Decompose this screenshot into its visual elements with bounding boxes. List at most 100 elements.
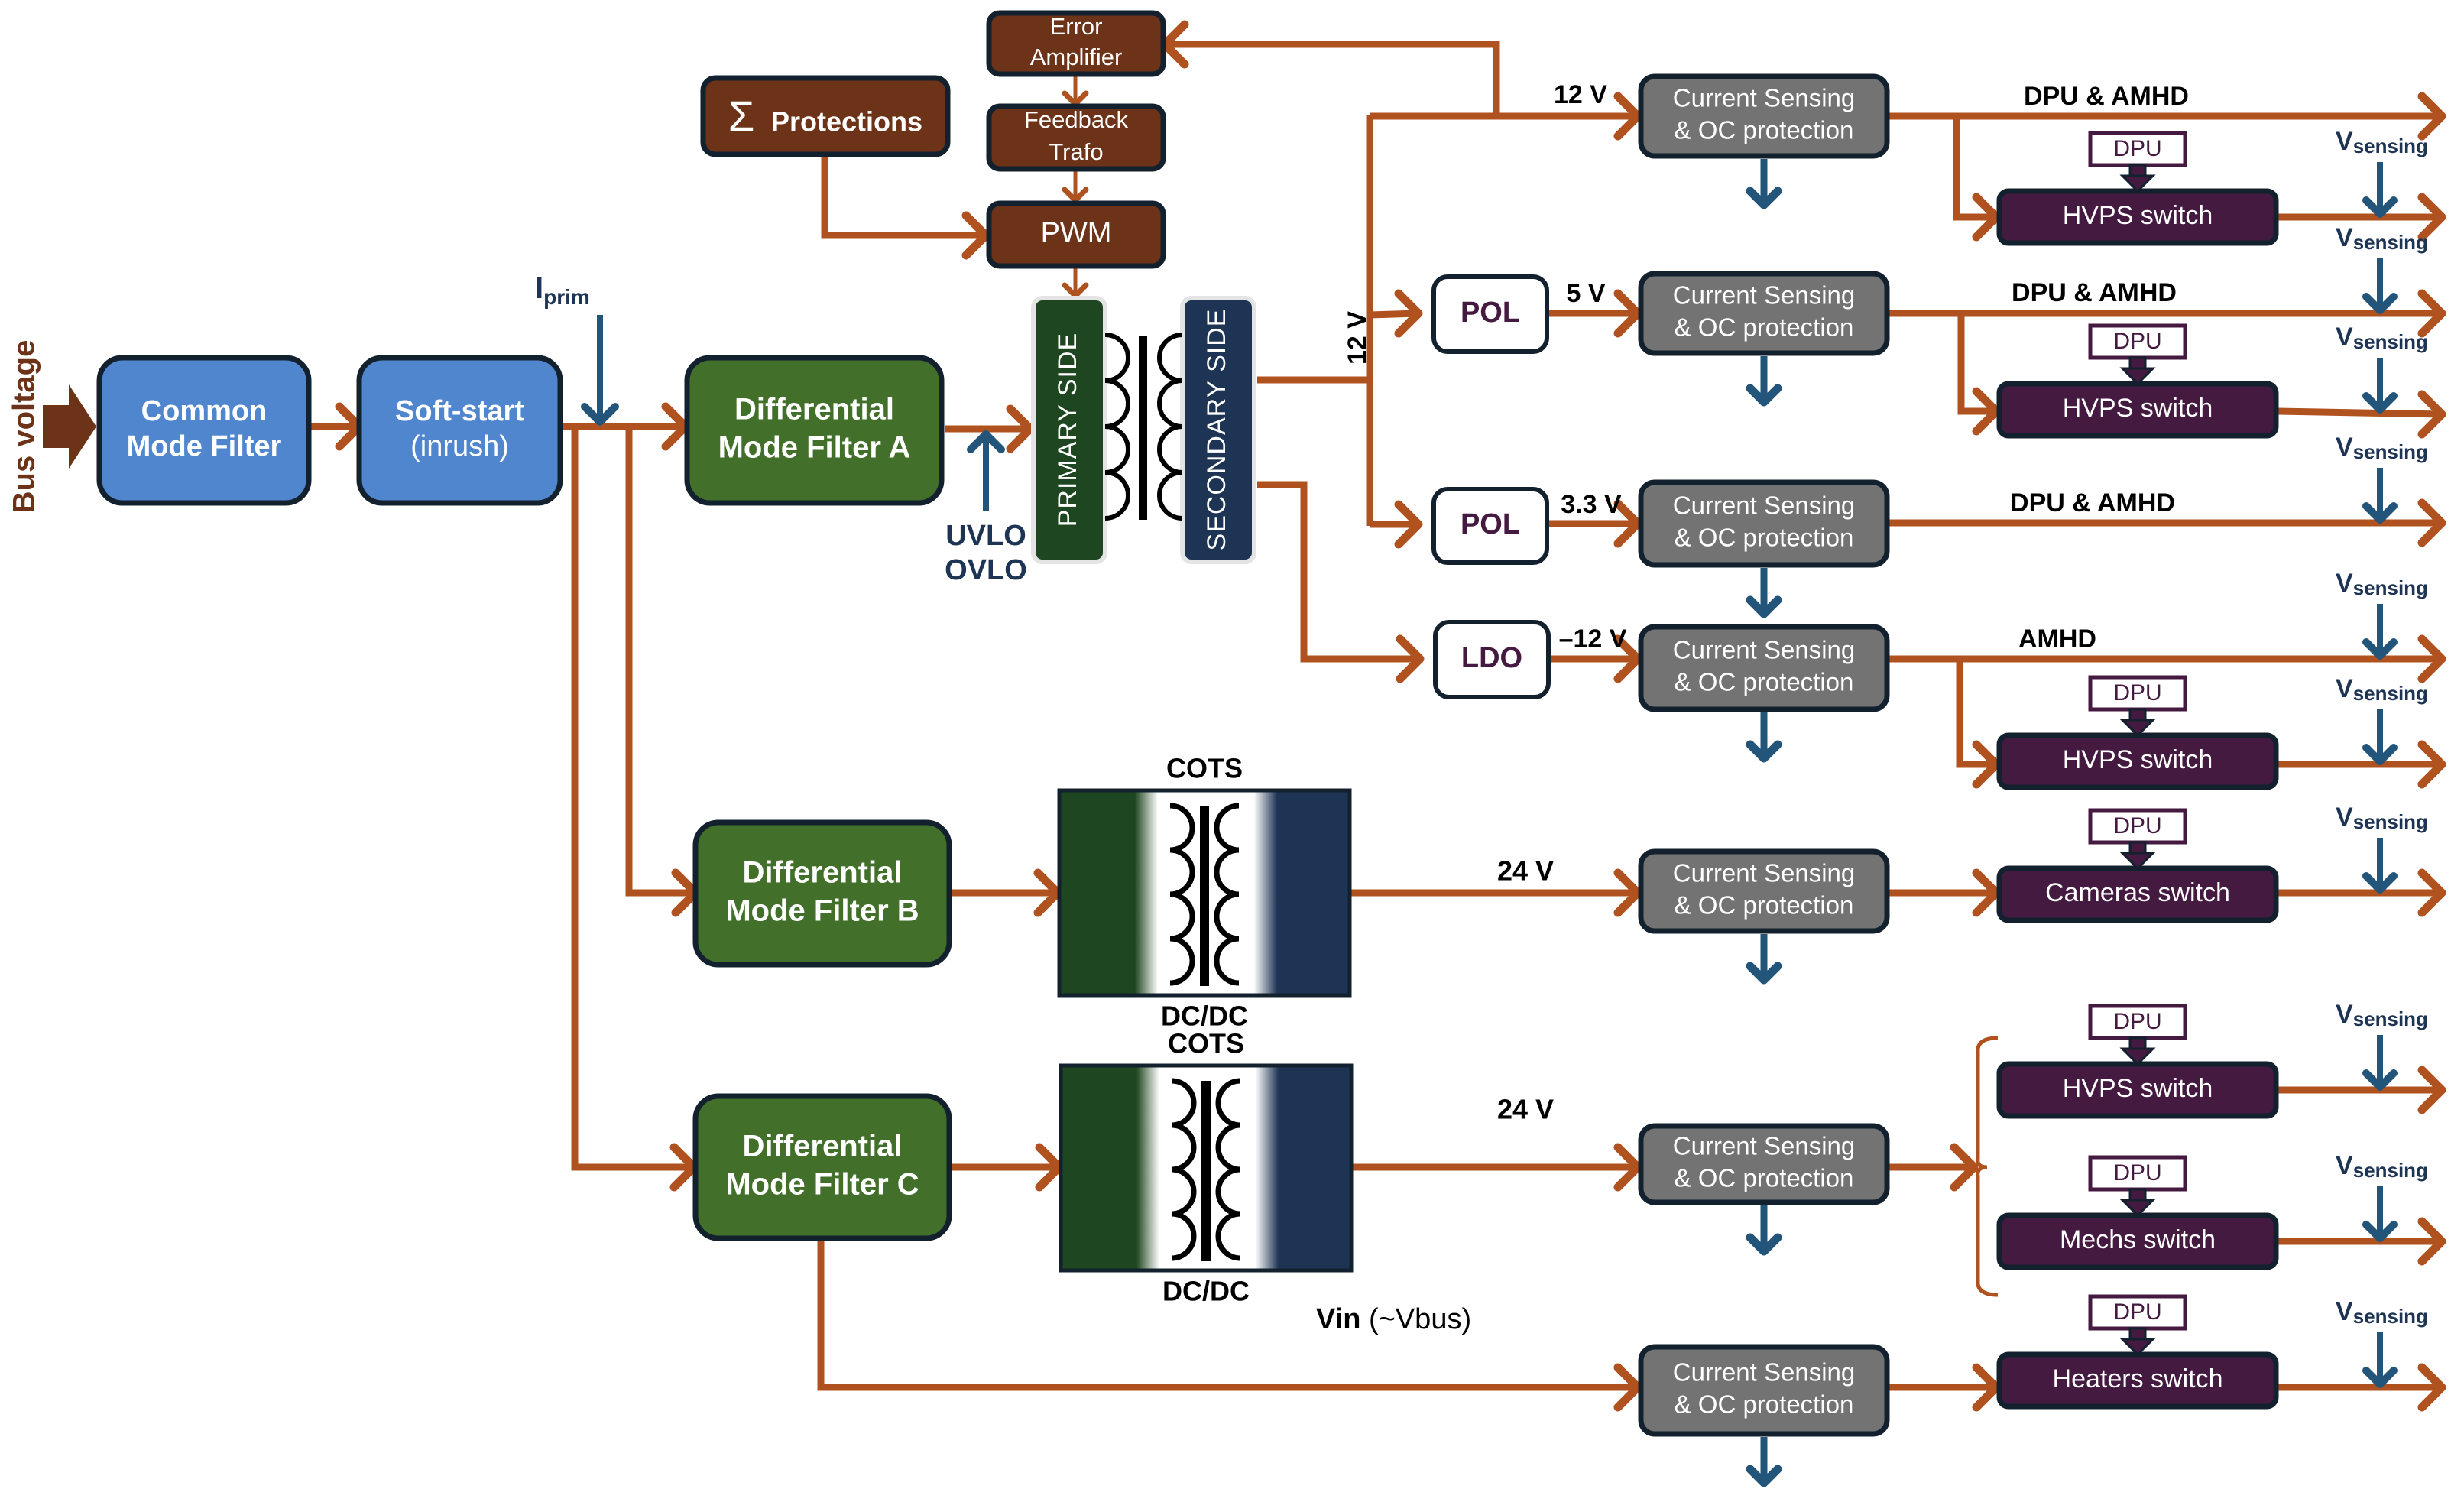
wire-12v-to-hvps-1	[1953, 116, 1996, 221]
dpu-command-hvps-switch-4-label: DPU	[2113, 1009, 2161, 1034]
wire-out-hvps-1-head	[2417, 193, 2446, 242]
cots-dcdc-b-cots-label: COTS	[1166, 753, 1243, 784]
current-sensing-block-6-label-1: Current Sensing	[1673, 1132, 1855, 1160]
vsensing-hvps-1-label: Vsensing	[2336, 127, 2428, 157]
wire-12v-to-pol-1-head	[1394, 289, 1423, 338]
cots-dcdc-c-core-icon	[1201, 1081, 1211, 1261]
wire-out-hvps-2-head	[2417, 390, 2446, 439]
dpu-command-heaters-switch[interactable]: DPU	[2088, 1294, 2187, 1357]
current-sensing-3-sense-arrow-head	[1746, 595, 1782, 618]
vsensing-5v-arrow-head	[2362, 293, 2398, 314]
dpu-command-hvps-switch-3[interactable]: DPU	[2088, 675, 2187, 738]
rail-3v3-label: 3.3 V	[1561, 490, 1622, 519]
current-sensing-block-4[interactable]: Current Sensing& OC protection	[1638, 624, 1890, 712]
wire-dmf-a-to-primary-head	[1006, 404, 1035, 453]
iprim-sense-arrow-head	[581, 403, 619, 426]
secondary-side-label: SECONDARY SIDE	[1202, 309, 1231, 551]
current-sensing-block-5-label-1: Current Sensing	[1673, 859, 1855, 887]
current-sensing-block-4-shape	[1638, 624, 1890, 712]
dpu-command-hvps-switch-1[interactable]: DPU	[2088, 131, 2187, 193]
dmf-c-block-label-2: Mode Filter C	[725, 1168, 919, 1202]
cots-dcdc-b-dcdc-label: DC/DC	[1161, 1001, 1248, 1032]
ldo-block-label-1: LDO	[1461, 642, 1522, 674]
wire-5v-to-hvps-2	[1957, 313, 1996, 415]
dpu-command-cameras-switch-label: DPU	[2113, 813, 2161, 839]
dpu-command-hvps-switch-4[interactable]: DPU	[2088, 1004, 2187, 1066]
vsensing-hvps-1-arrow-head	[2362, 196, 2398, 218]
pol-2-block[interactable]: POL	[1431, 487, 1549, 565]
vsensing-neg12v-label: Vsensing	[2336, 569, 2428, 599]
hvps-switch-1[interactable]: HVPS switch	[1996, 188, 2279, 246]
current-sensing-2-sense-arrow-head	[1746, 384, 1782, 407]
dmf-b-block-label-1: Differential	[743, 856, 903, 890]
heaters-switch-label-1: Heaters switch	[2053, 1364, 2223, 1393]
current-sensing-block-7[interactable]: Current Sensing & OC protection	[1638, 1344, 1890, 1437]
current-sensing-block-6-shape	[1638, 1123, 1890, 1205]
hvps-switch-4-label-1: HVPS switch	[2063, 1074, 2213, 1103]
wire-out-hvps-4-head	[2417, 1066, 2446, 1114]
feedback-trafo-block-label-1: Feedback	[1024, 106, 1129, 133]
dpu-command-mechs-switch[interactable]: DPU	[2088, 1155, 2187, 1218]
dpu-command-cameras-switch[interactable]: DPU	[2088, 808, 2187, 871]
current-sensing-block-5-label-2: & OC protection	[1675, 891, 1854, 920]
heaters-switch[interactable]: Heaters switch	[1996, 1351, 2279, 1410]
pol-1-block[interactable]: POL	[1431, 274, 1549, 354]
ldo-block[interactable]: LDO	[1433, 620, 1551, 699]
current-sensing-block-7-label-2: & OC protection	[1675, 1390, 1854, 1419]
iprim-label: Iprim	[535, 271, 590, 309]
current-sensing-block-7-shape	[1638, 1344, 1890, 1437]
current-sensing-block-1-shape	[1638, 73, 1890, 159]
current-sensing-7-sense-arrow-head	[1746, 1465, 1782, 1487]
error-amplifier-block-shape	[986, 10, 1166, 77]
wire-cots-c-to-cs-6-head	[1613, 1143, 1642, 1192]
current-sensing-block-5[interactable]: Current Sensing & OC protection	[1638, 848, 1890, 934]
current-sensing-block-1[interactable]: Current Sensing& OC protection	[1638, 73, 1890, 159]
dpu-command-mechs-switch-label: DPU	[2113, 1160, 2161, 1186]
current-sensing-block-6-label-2: & OC protection	[1675, 1164, 1854, 1192]
wire-out-hvps-3-head	[2417, 740, 2446, 789]
wire-cs-7-to-heaters-head	[1972, 1363, 2001, 1412]
wire-pol-1-to-cs-2-head	[1613, 289, 1642, 338]
current-sensing-block-7-label-1: Current Sensing	[1673, 1358, 1855, 1387]
vsensing-heaters-label: Vsensing	[2336, 1297, 2428, 1328]
soft-start-block-label-1: Soft-start	[395, 395, 524, 427]
soft-start-block[interactable]: Soft-start(inrush)	[356, 355, 563, 506]
current-sensing-block-6[interactable]: Current Sensing & OC protection	[1638, 1123, 1890, 1205]
current-sensing-block-2[interactable]: Current Sensing& OC protection	[1638, 271, 1890, 356]
primary-coil-icon	[1104, 333, 1130, 521]
dmf-b-block-shape	[692, 819, 952, 968]
vsensing-5v-label: Vsensing	[2336, 223, 2428, 254]
current-sensing-block-3[interactable]: Current Sensing& OC protection	[1638, 479, 1890, 568]
wire-dmf-c-to-cs-7	[817, 1232, 1638, 1391]
hvps-switch-3[interactable]: HVPS switch	[1996, 732, 2279, 790]
protections-block-shape	[700, 75, 951, 157]
wire-pol-2-to-cs-3-head	[1613, 499, 1642, 548]
dpu-command-cameras-switch-shape	[2088, 808, 2187, 845]
wire-12v-to-cs-1-head	[1613, 92, 1642, 141]
hvps-switch-4[interactable]: HVPS switch	[1996, 1061, 2279, 1119]
wire-neg12v-to-hvps-3-head	[1972, 740, 2001, 789]
cameras-switch[interactable]: Cameras switch	[1996, 865, 2279, 923]
mechs-switch[interactable]: Mechs switch	[1996, 1212, 2279, 1270]
hvps-switch-2[interactable]: HVPS switch	[1996, 381, 2279, 439]
cots-dcdc-c[interactable]	[1059, 1063, 1354, 1273]
dmf-a-block-label-1: Differential	[734, 393, 894, 427]
cots-dcdc-b[interactable]	[1057, 788, 1352, 998]
wire-ldo-to-cs-4-head	[1613, 634, 1642, 683]
wire-12v-to-pol-1	[1369, 310, 1419, 319]
cots-dcdc-c-dcdc-label: DC/DC	[1162, 1276, 1250, 1307]
wire-dmf-c-to-cs-7-head	[1613, 1363, 1642, 1412]
wire-out-mechs-head	[2417, 1217, 2446, 1266]
current-sensing-1-sense-arrow-head	[1746, 187, 1782, 209]
dpu-command-hvps-switch-2[interactable]: DPU	[2088, 323, 2187, 386]
dpu-command-hvps-switch-2-arrow-head	[2119, 367, 2156, 386]
pwm-block[interactable]: PWM	[986, 200, 1166, 269]
